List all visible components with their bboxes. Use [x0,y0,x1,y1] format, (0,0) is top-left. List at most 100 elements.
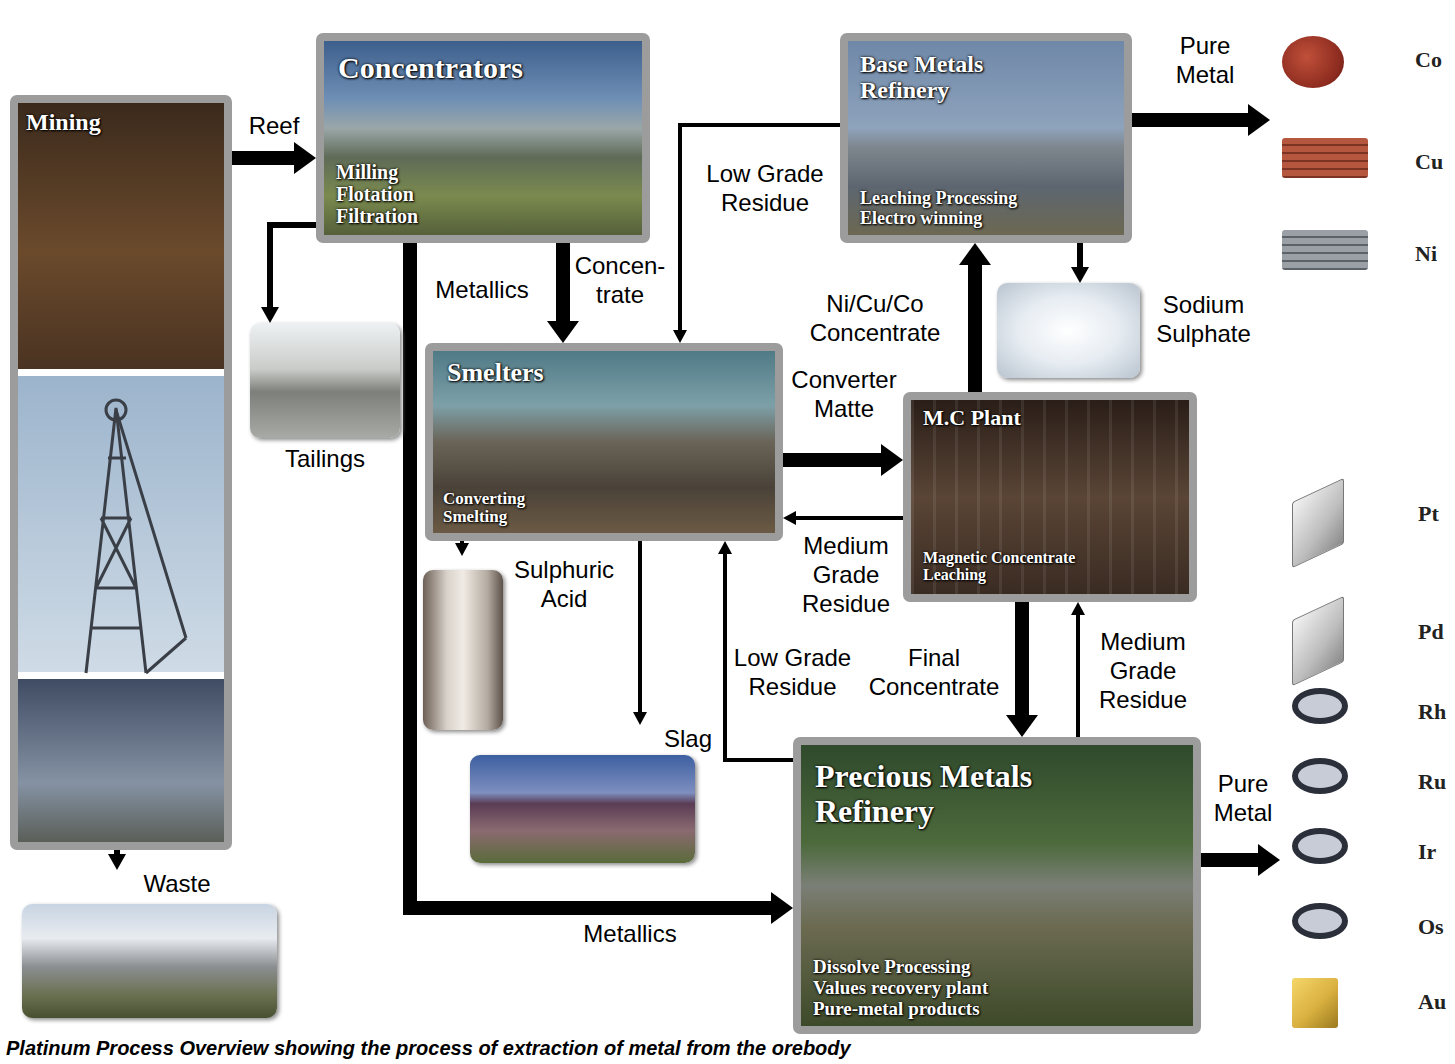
flow-label: Reef [232,112,316,141]
photo [250,323,400,438]
arrow-head [1071,602,1085,615]
metal-symbol: Os [1418,915,1444,939]
flow-arrow [1006,602,1038,737]
flow-line [1015,602,1029,716]
process-box: SmeltersConverting Smelting [425,343,783,541]
metal-symbol: Ru [1418,770,1446,794]
flow-label: Concen- trate [572,252,668,310]
picture-caption: Sulphuric Acid [505,556,623,614]
metal-symbol: Ir [1418,840,1436,864]
figure-caption: Platinum Process Overview showing the pr… [6,1036,851,1060]
output-picture: Slag [470,725,714,865]
process-box: Base Metals RefineryLeaching Processing … [840,33,1132,243]
box-title: Concentrators [338,51,638,84]
metal-symbol: Rh [1418,700,1446,724]
box-title: Mining [26,109,216,135]
flow-label: Metallics [560,920,700,949]
flow-arrow [108,850,126,870]
flow-line [783,453,882,467]
flow-arrow [547,243,579,343]
process-box: ConcentratorsMilling Flotation Filtratio… [316,33,650,243]
metal-icon [1292,688,1348,724]
product-column: CoCuNi [1270,30,1450,300]
box-title: Base Metals Refinery [860,51,1040,104]
flow-label: Pure Metal [1158,32,1252,90]
metal-symbol: Pt [1418,502,1439,526]
flow-arrow [410,243,793,924]
flow-label: Low Grade Residue [695,160,835,218]
flow-arrow [1201,844,1280,876]
metal-icon [1292,478,1344,568]
arrow-head [783,511,796,525]
flow-arrow [455,541,469,556]
metal-symbol: Co [1415,48,1442,72]
flow-line [795,516,903,520]
arrow-head [673,330,687,343]
flow-label: Pure Metal [1196,770,1290,828]
output-picture: Sulphuric Acid [423,556,625,734]
arrow-head [455,543,469,556]
output-picture: Tailings [250,323,402,483]
flow-line [1201,853,1259,867]
flow-label: Medium Grade Residue [1088,628,1198,714]
arrow-head [959,243,991,265]
flow-arrow [633,541,647,725]
metal-icon [1282,36,1344,88]
flow-line [680,125,840,331]
box-title: M.C Plant [923,406,1123,430]
picture-caption: Waste [122,870,232,899]
flow-label: Metallics [424,276,540,305]
flow-arrow [959,243,991,392]
arrow-head [881,444,903,476]
metal-icon [1282,230,1368,270]
picture-caption: Tailings [250,445,400,474]
flow-label: Low Grade Residue [730,644,855,702]
flow-line [638,541,642,713]
metal-symbol: Pd [1418,620,1444,644]
arrow-head [633,712,647,725]
product-column: PtPdRhRuIrOsAu [1280,480,1450,1040]
box-subtitle: Dissolve Processing Values recovery plan… [813,957,1013,1020]
box-subtitle: Converting Smelting [443,490,573,527]
flow-arrow [1132,104,1270,136]
process-box: M.C PlantMagnetic Concentrate Leaching [903,392,1197,602]
flow-arrow [232,142,316,174]
flow-line [1076,614,1080,737]
box-title: Precious Metals Refinery [815,759,1145,829]
metal-icon [1292,758,1348,794]
box-subtitle: Leaching Processing Electro winning [860,189,1020,229]
flow-label: Converter Matte [785,366,903,424]
arrow-head [261,307,279,323]
metal-symbol: Ni [1415,242,1437,266]
flow-label: Final Concentrate [858,644,1010,702]
output-picture: Sodium Sulphate [997,283,1264,383]
flow-line [1132,113,1249,127]
metal-icon [1292,828,1348,864]
picture-caption: Sodium Sulphate [1145,291,1262,349]
flow-arrow [1071,243,1089,283]
arrow-head [1248,104,1270,136]
flow-arrow [783,444,903,476]
flow-label: Ni/Cu/Co Concentrate [790,290,960,348]
flow-line [232,151,295,165]
photo [22,904,277,1018]
arrow-head [1071,267,1089,283]
arrow-head [108,854,126,870]
metal-symbol: Au [1418,990,1446,1014]
picture-caption: Slag [650,725,712,754]
flow-line [968,264,982,392]
flow-arrow [783,511,903,525]
metal-icon [1292,978,1338,1028]
arrow-head [718,541,732,554]
arrow-head [1258,844,1280,876]
metal-symbol: Cu [1415,150,1443,174]
output-picture: Waste [22,870,277,1020]
metal-icon [1292,903,1348,939]
metal-icon [1282,138,1368,178]
headgear-sketch [46,388,196,678]
process-box: Mining [10,95,232,850]
flow-line [556,243,570,322]
photo [423,570,503,730]
arrow-head [1006,715,1038,737]
